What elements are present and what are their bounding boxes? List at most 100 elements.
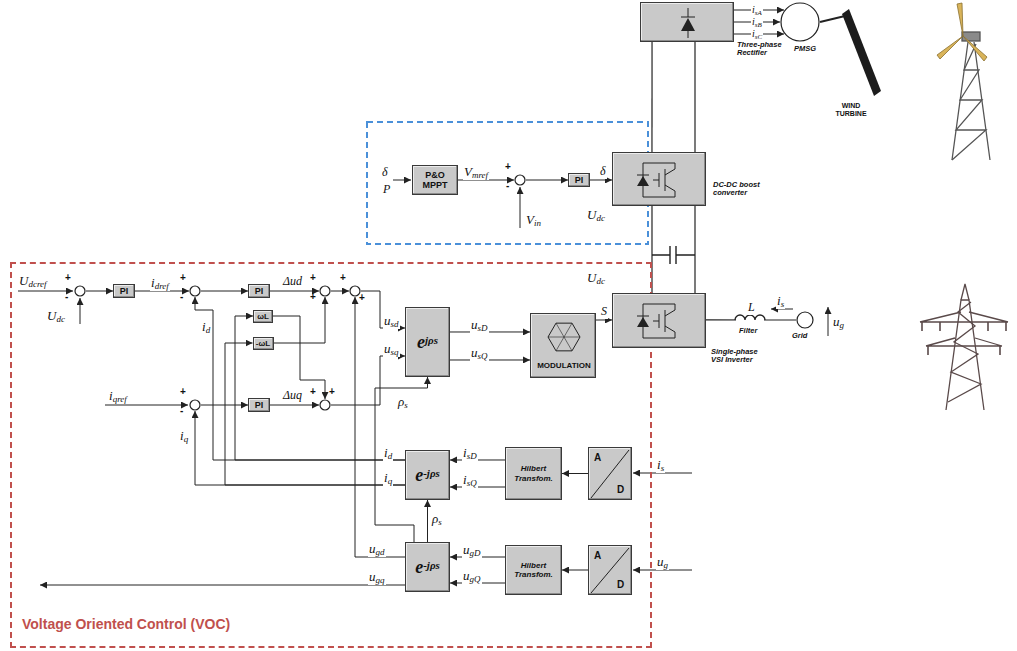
sign-label: + (65, 273, 71, 283)
signal-connector (526, 180, 568, 181)
block-label: ejρs (417, 332, 438, 353)
circle-outline (319, 285, 331, 297)
symbol-lines (591, 548, 629, 593)
summing-junction: ++ (319, 399, 331, 411)
circle-shape (350, 286, 360, 296)
signal-label: WIND TURBINE (826, 102, 876, 118)
symbol-lines (548, 323, 580, 351)
dc-wire (694, 42, 695, 152)
signal-label: δ (599, 164, 607, 179)
signal-arrow (40, 585, 405, 586)
inductor-symbol (735, 315, 765, 320)
gain-block: ωL (253, 310, 273, 323)
pi-controller: PI (248, 398, 270, 412)
signal-arrow (520, 187, 521, 228)
signal-label: ug (832, 314, 845, 330)
inverter-box: Single-phase VSI Inverter (612, 293, 706, 348)
signal-label: iq (383, 470, 393, 486)
signal-connector (427, 500, 428, 542)
circle-outline (796, 311, 814, 329)
sign-label: + (310, 292, 316, 302)
signal-label: ρs (431, 511, 443, 527)
summing-junction: ++ (319, 285, 331, 297)
grid-label: Grid (792, 331, 807, 340)
vector-spoke (548, 337, 564, 338)
signal-connector (331, 291, 349, 292)
block-label: D (617, 579, 624, 590)
mppt-region-outline (367, 122, 648, 244)
signal-label: δ (381, 165, 389, 180)
turbine-nacelle (962, 32, 980, 41)
signal-connector (86, 291, 113, 292)
signal-label: usd (383, 313, 400, 329)
summing-junction: +- (514, 174, 526, 186)
signal-connector (331, 356, 405, 405)
signal-label: Vmref (463, 164, 489, 180)
signal-label: usq (383, 341, 400, 357)
sign-label: + (340, 273, 346, 283)
vector-spoke (564, 323, 572, 337)
grid-source: Grid (796, 311, 814, 329)
sign-label: + (505, 162, 511, 172)
vector-spoke (556, 323, 564, 337)
block-label: MODULATION (531, 361, 597, 370)
circle-outline (189, 399, 201, 411)
pylon-arms (920, 312, 1008, 346)
signal-label: ugD (462, 542, 482, 558)
diode-leads (681, 8, 695, 38)
vector-spoke (564, 337, 580, 338)
signal-connector (450, 331, 530, 332)
block-label: PI (255, 286, 264, 296)
control-region: Voltage Oriented Control (VOC)+-PI+-PI++… (10, 262, 652, 648)
summing-junction: ++ (349, 285, 361, 297)
signal-arrow (18, 291, 73, 292)
pi-controller: PI (568, 173, 590, 187)
summing-junction: +- (189, 399, 201, 411)
generator-label: PMSG (794, 44, 816, 53)
signal-label: ugq (368, 569, 386, 585)
diode-symbol (641, 3, 735, 43)
sign-label: + (359, 293, 365, 303)
circle-shape (190, 286, 200, 296)
converter-diagonal (591, 450, 629, 498)
signal-connector (596, 319, 612, 320)
symbol-lines (681, 8, 695, 38)
signal-label: is (656, 457, 665, 473)
signal-label: isC (751, 28, 763, 41)
signal-connector (225, 343, 405, 485)
signal-connector (195, 297, 405, 460)
block-label: A (594, 550, 601, 561)
circle-outline (780, 2, 820, 42)
signal-label: Udc (586, 207, 606, 223)
summing-junction: +- (74, 285, 86, 297)
block-label: ωL (257, 312, 269, 321)
hexagon-symbol (548, 323, 580, 351)
signal-label: ρs (397, 394, 409, 410)
sign-label: + (180, 387, 186, 397)
signal-connector (355, 297, 405, 557)
circle-outline (514, 174, 526, 186)
symbol-lines (637, 163, 675, 197)
symbol-lines (591, 450, 629, 498)
signal-arrow (80, 298, 81, 324)
pylon-insulators (922, 322, 1006, 355)
rectifier-box: Three-phase Rectifier (640, 2, 734, 42)
sign-label: + (310, 387, 316, 397)
circle-shape (190, 400, 200, 410)
gain-block: -ωL (253, 337, 274, 350)
dc-wire (694, 206, 695, 293)
signal-label: P (382, 182, 391, 197)
signal-label: iqref (108, 388, 128, 404)
vector-spoke (564, 337, 572, 351)
diode-triangle (681, 18, 695, 31)
pi-controller: PI (113, 284, 135, 298)
switch-symbol (613, 294, 707, 349)
signal-connector (195, 411, 405, 485)
circle-shape (515, 175, 525, 185)
circle-shape (320, 286, 330, 296)
signal-connector (450, 359, 530, 360)
signal-label: Vin (525, 212, 542, 228)
signal-label: isD (462, 445, 478, 461)
